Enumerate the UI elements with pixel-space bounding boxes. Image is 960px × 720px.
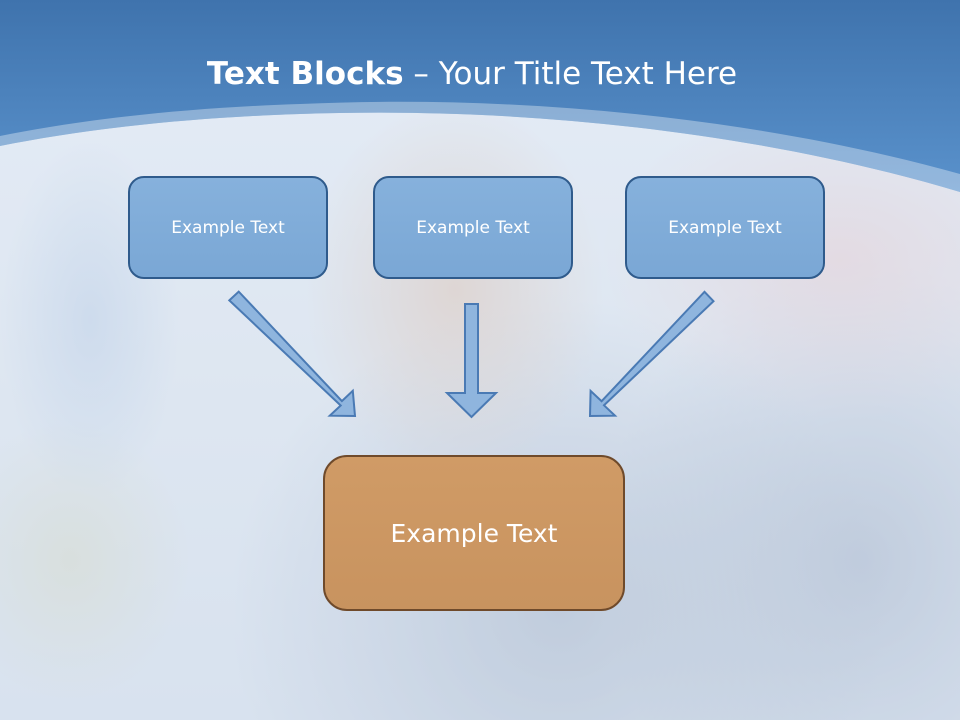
text-block-top-left[interactable]: Example Text [128,176,328,279]
arrow-left-diagonal [227,290,357,418]
arrow-center-down [444,303,499,419]
text-block-top-center[interactable]: Example Text [373,176,573,279]
title-bold-part: Text Blocks [206,56,404,92]
arrow-right-diagonal [588,290,715,418]
header-band [0,0,960,192]
text-block-label: Example Text [668,217,782,238]
text-block-label: Example Text [171,217,285,238]
slide-title: Text Blocks – Your Title Text Here [0,52,944,96]
text-block-bottom[interactable]: Example Text [323,455,625,611]
title-rest-part: – Your Title Text Here [403,56,738,92]
text-block-top-right[interactable]: Example Text [625,176,825,279]
text-block-label: Example Text [390,518,558,548]
text-block-label: Example Text [416,217,530,238]
